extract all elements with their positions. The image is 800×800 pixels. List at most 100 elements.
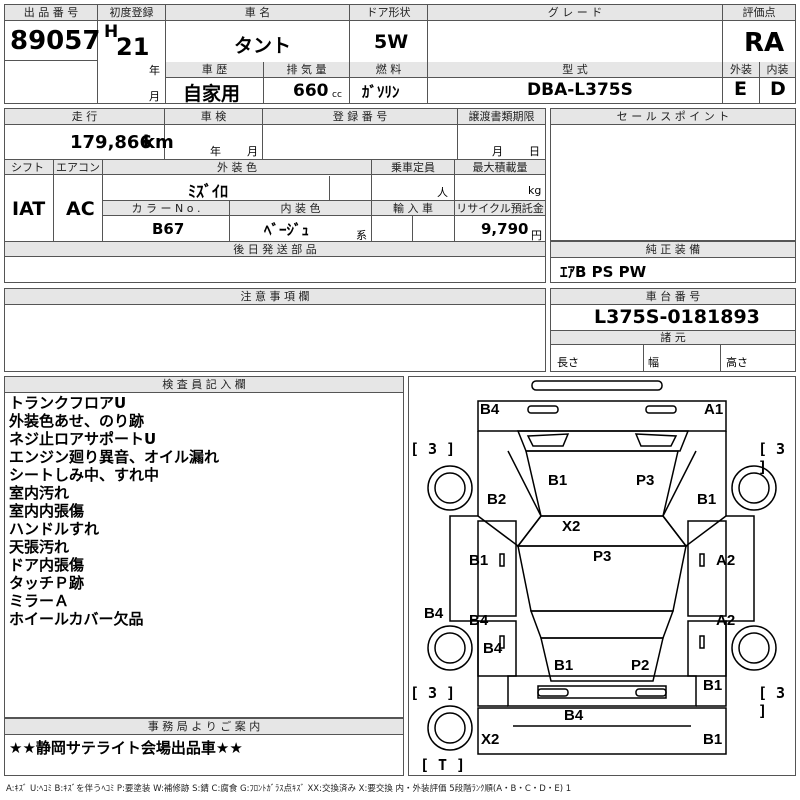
bracket-label: [ 3 ] — [410, 440, 456, 458]
note-line: ミラーＡ — [9, 592, 70, 610]
model-code: DBA-L375S — [527, 80, 633, 100]
car-diagram-box — [408, 376, 796, 776]
mark-bumper-rear: B4 — [564, 707, 584, 724]
exterior-grade: E — [734, 78, 747, 100]
shift-header: シフト — [5, 160, 53, 175]
reg-no-header: 登 録 番 号 — [263, 109, 457, 125]
bracket-label: [ 3 ] — [758, 684, 786, 720]
load-unit: kg — [528, 184, 542, 197]
car-diagram — [427, 380, 777, 755]
chassis-box — [550, 288, 796, 372]
dim-height: 高さ — [726, 356, 748, 369]
aircon: AC — [66, 198, 95, 220]
detail-block — [4, 108, 546, 283]
color-no: B67 — [152, 220, 185, 238]
int-color-header: 内 装 色 — [230, 201, 371, 216]
note-line: タッチＰ跡 — [9, 574, 85, 592]
fuel-header: 燃 料 — [350, 62, 427, 78]
caution-header: 注 意 事 項 欄 — [5, 289, 545, 305]
later-parts-header: 後 日 発 送 部 品 — [5, 242, 545, 257]
capacity-unit: 人 — [437, 186, 448, 199]
mark-door-fl: B1 — [469, 552, 489, 569]
mark-hood-right: P3 — [636, 472, 655, 489]
fuel: ｶﾞｿﾘﾝ — [362, 83, 400, 101]
dim-width: 幅 — [648, 356, 659, 369]
sales-point-box — [550, 108, 796, 241]
bracket-label: [ 3 ] — [758, 440, 786, 476]
max-load-header: 最大積載量 — [455, 160, 545, 175]
mark-fender-left: B2 — [487, 491, 507, 508]
inspection-year-unit: 年 — [210, 145, 221, 158]
ext-color-header: 外 装 色 — [103, 160, 371, 175]
mark-hood-left: B1 — [548, 472, 568, 489]
month-unit: 月 — [149, 90, 160, 103]
mark-roof: P3 — [593, 548, 612, 565]
door-header: ドア形状 — [350, 5, 427, 21]
first-reg-header: 初度登録 — [98, 5, 165, 21]
inspector-box — [4, 376, 404, 718]
displacement-unit: cc — [332, 90, 342, 100]
aircon-header: エアコン — [54, 160, 102, 175]
header-block — [4, 4, 796, 104]
chassis-no: L375S-0181893 — [594, 306, 760, 328]
inspector-notes: トランクフロアU 外装色あせ、のり跡 ネジ止ロアサポートU エンジン廻り異音、オ… — [9, 394, 219, 628]
note-line: 室内内張傷 — [9, 502, 85, 520]
int-color-suffix: 系 — [356, 229, 367, 242]
door-type: 5W — [374, 31, 409, 53]
mark-rear-right-corner: B1 — [703, 731, 723, 748]
reg-year: 21 — [116, 33, 150, 61]
import-header: 輸 入 車 — [372, 201, 454, 216]
displacement: 660 — [293, 81, 329, 101]
note-line: エンジン廻り異音、オイル漏れ — [9, 448, 220, 466]
office-note: ★★静岡サテライト会場出品車★★ — [9, 739, 243, 757]
mileage: 179,866 — [70, 132, 152, 153]
office-header: 事 務 局 よ り ご 案 内 — [5, 719, 403, 735]
interior-grade: D — [770, 78, 786, 100]
history-header: 車 歴 — [166, 62, 263, 78]
car-name-header: 車 名 — [166, 5, 349, 21]
mark-rocker-left: B4 — [424, 605, 444, 622]
equipment-header: 純 正 装 備 — [551, 242, 795, 258]
mark-windshield: X2 — [562, 518, 581, 535]
inspection-month-unit: 月 — [247, 145, 258, 158]
recycle-unit: 円 — [531, 229, 542, 242]
mileage-unit: km — [143, 132, 174, 153]
mark-front-left: B4 — [480, 401, 500, 418]
interior-header: 内装 — [760, 62, 795, 78]
bracket-label: [ 3 ] — [410, 684, 456, 702]
displacement-header: 排 気 量 — [264, 62, 349, 78]
exterior-header: 外装 — [723, 62, 759, 78]
grade-header: グ レ ー ド — [428, 5, 722, 21]
note-line: ハンドルすれ — [9, 520, 100, 538]
inspector-header: 検 査 員 記 入 欄 — [5, 377, 403, 393]
lot-no-header: 出 品 番 号 — [5, 5, 97, 21]
note-line: トランクフロアU — [9, 394, 127, 412]
equipment-box — [550, 241, 796, 283]
lot-number: 89057 — [10, 26, 101, 56]
equipment: ｴｱB PS PW — [560, 263, 647, 281]
mark-rear-left-corner: X2 — [481, 731, 500, 748]
bracket-label: [ T ] — [420, 756, 466, 774]
dimensions-header: 諸 元 — [551, 331, 795, 345]
color-no-header: カ ラ ー N o . — [103, 201, 229, 216]
inspection-header: 車 検 — [165, 109, 262, 125]
model-header: 型 式 — [428, 62, 722, 78]
ext-color: ﾐｽﾞｲﾛ — [188, 182, 229, 201]
capacity-header: 乗車定員 — [372, 160, 454, 175]
recycle-fee: 9,790 — [481, 220, 529, 238]
transfer-day-unit: 日 — [529, 145, 540, 158]
note-line: ドア内張傷 — [9, 556, 85, 574]
mark-door-fr: A2 — [716, 552, 736, 569]
car-name: タント — [234, 35, 292, 57]
caution-box — [4, 288, 546, 372]
mark-trunk-right: P2 — [631, 657, 650, 674]
note-line: ネジ止ロアサポートU — [9, 430, 157, 448]
transfer-header: 譲渡書類期限 — [458, 109, 545, 125]
note-line: 外装色あせ、のり跡 — [9, 412, 145, 430]
mark-door-rr: A2 — [716, 612, 736, 629]
mileage-header: 走 行 — [5, 109, 164, 125]
mark-front-right: A1 — [704, 401, 724, 418]
note-line: ホイールカバー欠品 — [9, 610, 144, 628]
chassis-header: 車 台 番 号 — [551, 289, 795, 305]
mark-quarter-left: B4 — [483, 640, 503, 657]
